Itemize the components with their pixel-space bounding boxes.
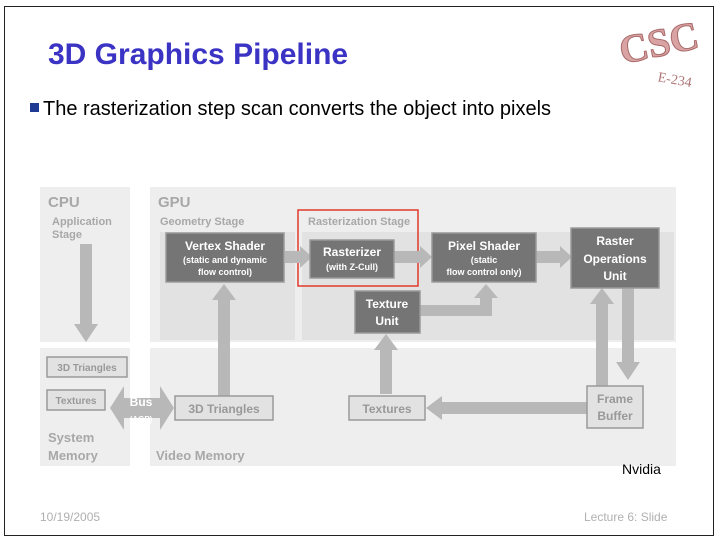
arrow-fb-rop-head (590, 288, 614, 304)
sys-triangles-box: 3D Triangles (46, 356, 128, 378)
arrow-tu-ps-head (474, 284, 498, 298)
arrow-tu-ps-h (420, 305, 492, 316)
cpu-stage-line1: Application (52, 216, 112, 228)
arrow-tu-ps-v (480, 296, 492, 316)
arrow-fb-rop (596, 302, 608, 386)
rop-line3: Unit (603, 269, 626, 283)
video-memory-label: Video Memory (156, 448, 245, 463)
pixel-shader-title: Pixel Shader (448, 239, 520, 253)
arrow-cpu-down (80, 244, 92, 326)
vertex-shader-box: Vertex Shader (static and dynamic flow c… (165, 232, 285, 283)
slide-title: 3D Graphics Pipeline (48, 38, 349, 71)
rop-line1: Raster (596, 234, 634, 248)
arrow-vt-tu (380, 348, 392, 394)
pixel-shader-line1: (static (471, 255, 498, 265)
frame-buffer-box: Frame Buffer (586, 385, 644, 429)
bullet-point: The rasterization step scan converts the… (30, 98, 551, 121)
rasterizer-line1: (with Z-Cull) (326, 262, 378, 272)
arrow-rast-ps-head (420, 246, 432, 268)
sys-textures-label: Textures (56, 396, 97, 407)
bus-label: Bus (130, 395, 153, 409)
bullet-text: The rasterization step scan converts the… (43, 98, 552, 120)
rop-box: Raster Operations Unit (570, 227, 660, 289)
video-triangles-label: 3D Triangles (188, 402, 260, 416)
sys-triangles-label: 3D Triangles (57, 363, 117, 374)
pixel-shader-box: Pixel Shader (static flow control only) (431, 232, 537, 283)
pixel-shader-line2: flow control only) (447, 267, 522, 277)
vertex-shader-title: Vertex Shader (185, 239, 265, 253)
rop-line2: Operations (583, 252, 647, 266)
video-triangles-box: 3D Triangles (174, 395, 274, 421)
arrow-ps-rop-head (560, 246, 572, 268)
cpu-stage-line2: Stage (52, 229, 82, 241)
arrow-vs-rast (285, 251, 303, 263)
frame-buffer-line1: Frame (597, 392, 633, 406)
vertex-shader-line2: flow control) (198, 267, 252, 277)
cpu-label: CPU (48, 194, 80, 211)
sys-textures-box: Textures (46, 389, 106, 411)
arrow-fb-tex (440, 402, 590, 414)
video-textures-label: Textures (362, 402, 411, 416)
bus-sub-label: (AGP) (130, 415, 153, 424)
rasterization-stage-label: Rasterization Stage (308, 216, 410, 228)
bus-double-arrow (110, 386, 174, 430)
arrow-cpu-down-head (74, 324, 98, 342)
footer-date: 10/19/2005 (40, 510, 101, 524)
arrow-vs-rast-head (300, 246, 312, 268)
rasterization-highlight (297, 209, 419, 287)
texture-unit-line1: Texture (366, 297, 409, 311)
arrow-rast-ps (394, 251, 422, 263)
rasterizer-box: Rasterizer (with Z-Cull) (309, 239, 395, 279)
arrow-vm-vs (218, 298, 230, 396)
arrow-fb-tex-head (426, 396, 442, 420)
footer-lecture: Lecture 6: Slide (584, 510, 668, 524)
course-logo: CSC E-234 (615, 12, 704, 90)
arrow-vt-tu-head (374, 334, 398, 350)
rasterizer-title: Rasterizer (323, 245, 381, 259)
arrow-rop-fb-head (616, 362, 640, 380)
bullet-square-icon (30, 103, 39, 112)
texture-unit-box: Texture Unit (354, 290, 421, 334)
geometry-stage-label: Geometry Stage (160, 216, 244, 228)
arrow-rop-fb (622, 288, 634, 364)
texture-unit-line2: Unit (375, 314, 398, 328)
gpu-label: GPU (158, 194, 191, 211)
system-memory-line2: Memory (48, 448, 99, 463)
vertex-shader-line1: (static and dynamic (183, 255, 267, 265)
system-memory-line1: System (48, 430, 94, 445)
nvidia-credit: Nvidia (622, 461, 661, 477)
arrow-ps-rop (536, 251, 562, 263)
logo-course: E-234 (657, 70, 693, 90)
video-textures-box: Textures (348, 395, 426, 421)
arrow-vm-vs-head (212, 284, 236, 300)
frame-buffer-line2: Buffer (597, 409, 633, 423)
arrows (74, 244, 640, 430)
